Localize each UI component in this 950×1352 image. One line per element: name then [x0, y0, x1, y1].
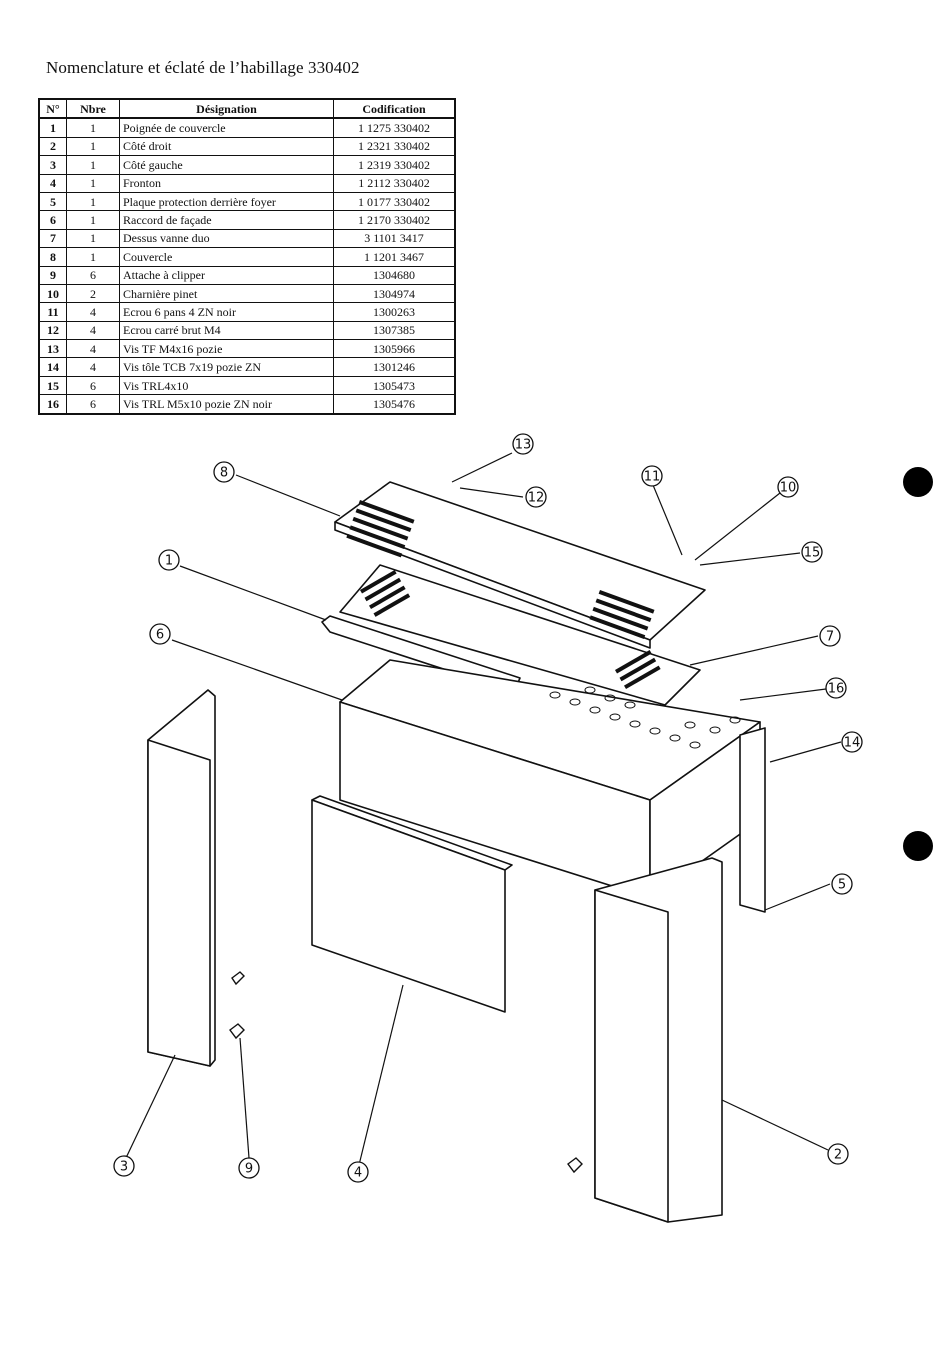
header-codification: Codification [333, 98, 456, 120]
callout-15: 15 [801, 541, 823, 563]
callout-1: 1 [158, 549, 180, 571]
cell-codification: 3 1101 3417 [333, 228, 456, 249]
callout-3: 3 [113, 1155, 135, 1177]
cell-designation: Poignée de couvercle [119, 117, 334, 138]
header-quantity: Nbre [66, 98, 120, 120]
cell-designation: Dessus vanne duo [119, 228, 334, 249]
callout-label: 9 [245, 1162, 253, 1177]
callout-label: 10 [780, 481, 797, 496]
callout-8: 8 [213, 461, 235, 483]
cell-number: 10 [38, 283, 67, 304]
callout-2: 2 [827, 1143, 849, 1165]
ventilation-holes [549, 686, 741, 749]
callout-13: 13 [512, 433, 534, 455]
callout-11: 11 [641, 465, 663, 487]
lid-slots [346, 500, 661, 690]
callout-12: 12 [525, 486, 547, 508]
right-side-part [594, 857, 723, 1223]
callout-label: 11 [644, 470, 661, 485]
rear-protection-plate-part [739, 727, 766, 913]
callout-label: 12 [528, 491, 545, 506]
callout-label: 1 [165, 554, 173, 569]
callout-6: 6 [149, 623, 171, 645]
clip-parts [229, 971, 583, 1174]
header-designation: Désignation [119, 98, 334, 120]
cell-codification: 1 2319 330402 [333, 155, 456, 175]
callout-label: 3 [120, 1160, 128, 1175]
table-header-row: N° Nbre Désignation Codification [38, 98, 456, 120]
cell-designation: Vis TRL4x10 [119, 375, 334, 396]
callout-label: 8 [220, 466, 228, 481]
cell-codification: 1 2321 330402 [333, 136, 456, 157]
header-number: N° [38, 98, 67, 120]
binder-hole-top [903, 467, 933, 497]
callout-label: 4 [354, 1166, 362, 1181]
callout-10: 10 [777, 476, 799, 498]
callout-label: 15 [804, 546, 821, 561]
callout-9: 9 [238, 1157, 260, 1179]
callout-4: 4 [347, 1161, 369, 1183]
cell-designation: Raccord de façade [119, 210, 334, 230]
cell-codification: 1 1275 330402 [333, 117, 456, 138]
callout-label: 16 [828, 682, 845, 697]
page-title: Nomenclature et éclaté de l’habillage 33… [46, 58, 360, 77]
cell-designation: Vis TRL M5x10 pozie ZN noir [119, 394, 334, 415]
cell-codification: 1305966 [333, 339, 456, 359]
callout-5: 5 [831, 873, 853, 895]
callout-label: 14 [844, 736, 861, 751]
leader-lines [124, 452, 842, 1166]
callout-label: 6 [156, 628, 164, 643]
cell-codification: 1301246 [333, 357, 456, 377]
callout-label: 13 [515, 438, 532, 453]
callout-16: 16 [825, 677, 847, 699]
callout-7: 7 [819, 625, 841, 647]
facade-connector-part [339, 659, 761, 899]
top-plate-part [339, 564, 701, 706]
callout-label: 2 [834, 1148, 842, 1163]
callout-label: 5 [838, 878, 846, 893]
cell-designation: Vis tôle TCB 7x19 pozie ZN [119, 357, 334, 377]
binder-hole-bottom [903, 831, 933, 861]
left-side-part [147, 689, 216, 1067]
cell-number: 15 [38, 375, 67, 396]
cell-designation: Plaque protection derrière foyer [119, 191, 334, 212]
cell-codification: 1 2170 330402 [333, 210, 456, 230]
callout-14: 14 [841, 731, 863, 753]
cell-codification: 1305476 [333, 394, 456, 415]
cell-codification: 1305473 [333, 375, 456, 396]
callout-label: 7 [826, 630, 834, 645]
front-panel-part [311, 795, 513, 1013]
cell-codification: 1307385 [333, 320, 456, 341]
cell-number: 16 [38, 394, 67, 415]
cell-designation: Attache à clipper [119, 265, 334, 285]
